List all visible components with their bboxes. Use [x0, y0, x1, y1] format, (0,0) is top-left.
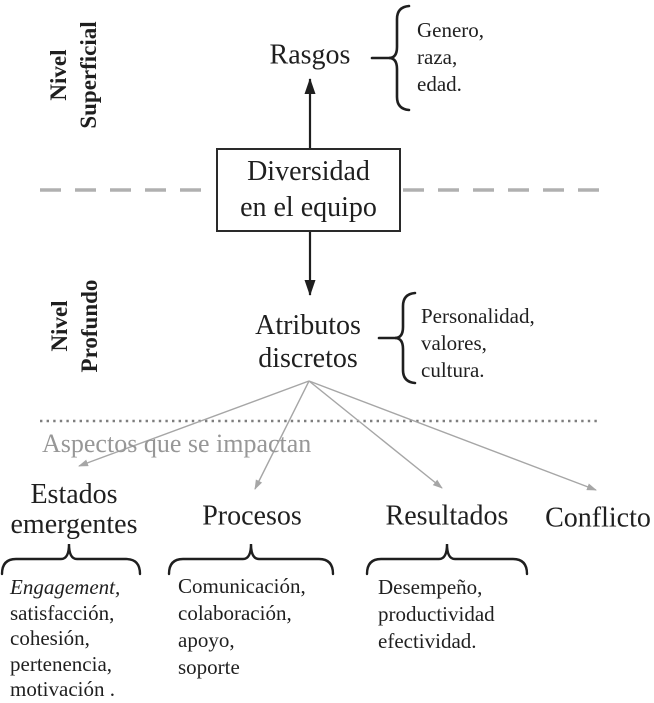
estados-items: Engagement, satisfacción, cohesión, pert…: [10, 575, 120, 703]
rasgos-items: Genero, raza, edad.: [417, 18, 485, 96]
fan-arrow-procesos: [254, 380, 310, 490]
conflicto-label: Conflicto: [545, 502, 651, 534]
resultados-brace: [365, 543, 529, 576]
rasgos-brace: [370, 4, 411, 112]
impact-caption: Aspectos que se impactan: [42, 429, 312, 458]
diversity-box-title: Diversidad en el equipo: [240, 156, 377, 223]
procesos-brace: [167, 543, 335, 576]
fan-arrow-resultados: [308, 380, 443, 489]
fan-arrow-estados: [78, 380, 310, 467]
procesos-label: Procesos: [202, 500, 302, 532]
resultados-items: Desempeño, productividad efectividad.: [378, 575, 495, 653]
atributos-brace: [377, 291, 417, 385]
diversity-box: Diversidad en el equipo: [216, 148, 401, 232]
atributos-label: Atributos discretos: [255, 310, 361, 374]
nivel-superficial-label: Nivel Superficial: [46, 21, 101, 129]
procesos-items: Comunicación, colaboración, apoyo, sopor…: [178, 574, 306, 679]
fan-arrows: [78, 380, 597, 491]
fan-arrow-conflicto: [308, 380, 597, 491]
estados-items-rest: satisfacción, cohesión, pertenencia, mot…: [10, 600, 115, 702]
resultados-label: Resultados: [385, 500, 509, 532]
atributos-items: Personalidad, valores, cultura.: [421, 304, 535, 382]
nivel-profundo-label: Nivel Profundo: [47, 279, 102, 373]
estados-label: Estados emergentes: [10, 479, 138, 540]
rasgos-label: Rasgos: [269, 39, 351, 71]
estados-brace: [0, 543, 142, 576]
estados-item-engagement: Engagement,: [10, 575, 121, 599]
